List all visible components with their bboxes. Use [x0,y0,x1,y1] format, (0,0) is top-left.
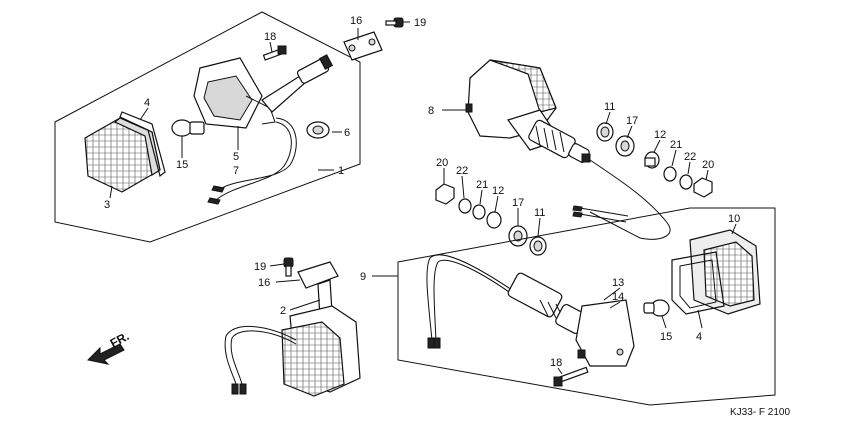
callout-15-right: 15 [660,331,672,343]
callout-4-right: 4 [696,331,702,343]
callout-11-center: 11 [534,207,545,219]
washer-22-upper [679,174,693,190]
callout-19-top: 19 [414,17,426,29]
packing-16-lower [297,261,339,289]
callout-19-lower: 19 [254,261,266,273]
nut-20-upper [693,177,713,198]
callout-5: 5 [233,151,239,163]
bolt-18-left [262,45,287,61]
bolt-18-lower [553,366,589,387]
washer-22-center [458,198,472,214]
drawing-code: KJ33- F 2100 [730,407,790,418]
screw-19-top [385,17,404,28]
callout-1: 1 [338,165,344,177]
front-left-winker-group [54,11,361,243]
callout-13: 13 [612,277,624,289]
washer-21-center [472,204,486,220]
bulb-15-left [171,119,205,137]
packing-16-top [343,31,383,61]
nut-20-center [435,183,455,205]
wire-left [215,117,297,201]
callout-labels: 4 15 5 7 18 3 1 6 16 19 8 11 17 12 21 22… [104,15,740,369]
housing-5 [193,57,276,129]
stem-8 [528,119,591,163]
callout-20-upper: 20 [702,159,714,171]
group-outline-1 [54,11,361,243]
group-outline-9 [397,207,776,406]
callout-15-left: 15 [176,159,188,171]
callout-9: 9 [360,271,366,283]
callout-22-upper: 22 [684,151,696,163]
lens-10 [689,229,761,315]
callout-16-top: 16 [350,15,362,27]
callout-17-upper: 17 [626,115,638,127]
rear-left-winker-group-9 [397,207,776,406]
callout-20-center: 20 [436,157,448,169]
callout-11-upper: 11 [604,101,615,113]
callout-18-lower: 18 [550,357,562,369]
bulb-15-right [643,299,670,317]
callout-4-left: 4 [144,97,150,109]
callout-6: 6 [344,127,350,139]
stem-13-14 [507,272,587,335]
callout-17-center: 17 [512,197,524,209]
callout-22-center: 22 [456,165,468,177]
callout-16-lower: 16 [258,277,270,289]
callout-10: 10 [728,213,740,225]
lens-3 [84,117,161,193]
clamp-6 [306,121,330,139]
collar-12-center [486,211,502,229]
winker-body-14 [575,299,635,367]
front-direction-arrow: FR. [86,329,132,365]
callout-21-center: 21 [476,179,488,191]
callout-2: 2 [280,305,286,317]
winker-arm-left [261,54,334,113]
direction-label: FR. [108,329,132,350]
arrow-icon [86,343,125,365]
callout-12-upper: 12 [654,129,666,141]
screw-19-lower [283,257,294,277]
front-right-winker-2 [224,257,361,397]
callout-7: 7 [233,165,239,177]
callout-18-top: 18 [264,31,276,43]
callout-14: 14 [612,291,624,303]
wire-8 [589,159,671,240]
lens-2 [281,321,345,397]
leader-lines [109,21,737,375]
rear-right-winker-8 [465,59,671,240]
gasket-4-left [119,111,166,178]
callout-3: 3 [104,199,110,211]
callout-21-upper: 21 [670,139,682,151]
callout-12-center: 12 [492,185,504,197]
washer-21-upper [663,166,677,182]
hardware-upper-right [596,122,713,198]
gasket-4-right [671,251,725,315]
callout-8: 8 [428,105,434,117]
